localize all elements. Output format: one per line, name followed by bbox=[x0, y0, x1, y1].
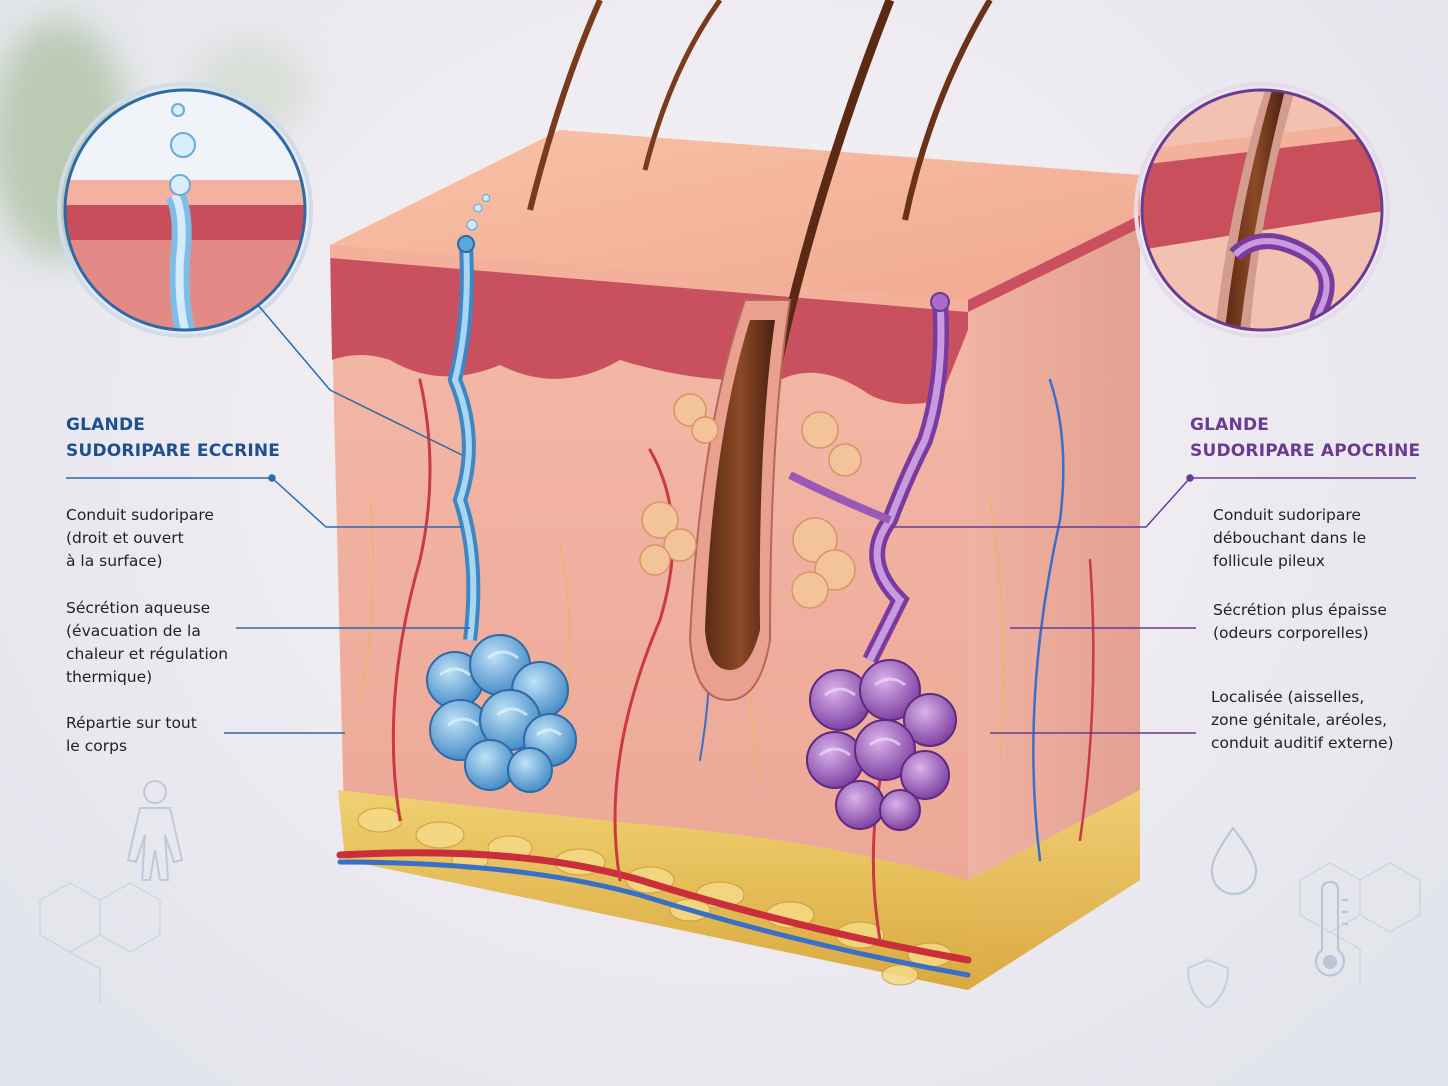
eccrine-pore-zoom bbox=[59, 84, 311, 336]
apocrine-title-line-1: GLANDE bbox=[1190, 412, 1420, 438]
eccrine-duct-note: Conduit sudoripare (droit et ouvert à la… bbox=[66, 504, 214, 573]
water-drop-icon bbox=[1212, 828, 1256, 894]
apocrine-title-line-2: SUDORIPARE APOCRINE bbox=[1190, 438, 1420, 464]
apocrine-title: GLANDE SUDORIPARE APOCRINE bbox=[1190, 412, 1420, 464]
apocrine-location-note: Localisée (aisselles, zone génitale, aré… bbox=[1211, 686, 1394, 755]
apocrine-follicle-zoom bbox=[1136, 84, 1390, 340]
eccrine-title-line-1: GLANDE bbox=[66, 412, 280, 438]
eccrine-distribution-note: Répartie sur tout le corps bbox=[66, 712, 197, 758]
thermometer-icon bbox=[1316, 882, 1348, 975]
eccrine-title: GLANDE SUDORIPARE ECCRINE bbox=[66, 412, 280, 464]
eccrine-secretion-note: Sécrétion aqueuse (évacuation de la chal… bbox=[66, 597, 228, 689]
eccrine-title-line-2: SUDORIPARE ECCRINE bbox=[66, 438, 280, 464]
shield-icon bbox=[1188, 960, 1228, 1008]
apocrine-duct-note: Conduit sudoripare débouchant dans le fo… bbox=[1213, 504, 1366, 573]
human-body-icon bbox=[128, 781, 182, 880]
apocrine-secretion-note: Sécrétion plus épaisse (odeurs corporell… bbox=[1213, 599, 1387, 645]
